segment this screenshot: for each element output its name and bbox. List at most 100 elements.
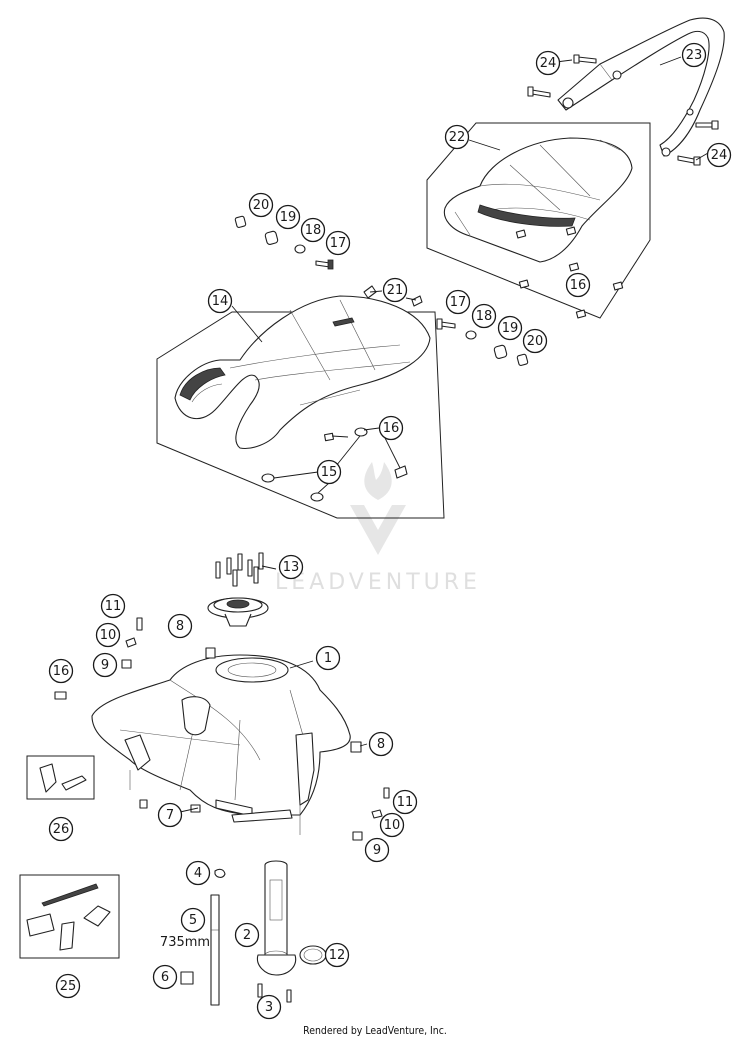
callout-number: 17 (450, 295, 467, 310)
callout-circle (95, 622, 121, 648)
callout-number: 25 (60, 979, 77, 994)
callout-26: 26 (48, 816, 74, 842)
callout-circle (152, 964, 178, 990)
watermark-text: LEADVENTURE (275, 570, 481, 595)
callout-circle (392, 789, 418, 815)
callout-24: 24 (706, 142, 732, 168)
fuel-cap (207, 597, 269, 627)
callout-25: 25 (55, 973, 81, 999)
callout-number: 6 (161, 970, 169, 985)
callout-11: 11 (100, 593, 126, 619)
callout-circle (248, 192, 274, 218)
callout-circle (444, 124, 470, 150)
decal-kit-26 (26, 755, 95, 800)
front-seat-group (156, 285, 445, 519)
callout-8: 8 (167, 613, 193, 639)
callout-16: 16 (565, 272, 591, 298)
callout-number: 18 (476, 309, 493, 324)
callout-number: 21 (387, 283, 404, 298)
o-ring-inner (303, 948, 323, 962)
callout-circle (100, 593, 126, 619)
callout-circle (565, 272, 591, 298)
callout-20: 20 (248, 192, 274, 218)
callout-number: 9 (373, 843, 381, 858)
callout-16: 16 (378, 415, 404, 441)
pump-screws (257, 983, 292, 1003)
front-seat-frame (156, 311, 445, 519)
callout-circle (207, 288, 233, 314)
rear-seat-group (426, 122, 651, 319)
callout-23: 23 (681, 42, 707, 68)
grab-handle-bolts (527, 54, 719, 166)
callout-5: 5 (180, 907, 206, 933)
callout-number: 24 (540, 56, 557, 71)
callout-circle (185, 860, 211, 886)
callout-number: 14 (212, 294, 229, 309)
callout-12: 12 (324, 942, 350, 968)
callout-number: 10 (384, 818, 401, 833)
callout-number: 26 (53, 822, 70, 837)
callout-circle (382, 277, 408, 303)
rear-seat (443, 137, 633, 263)
callout-8: 8 (368, 731, 394, 757)
callout-15: 15 (316, 459, 342, 485)
callout-circle (300, 217, 326, 243)
fuel-hose (210, 894, 220, 1006)
decal-kit-25 (19, 874, 120, 959)
callout-number: 16 (53, 664, 70, 679)
callout-17: 17 (445, 289, 471, 315)
callout-number: 16 (570, 278, 587, 293)
callout-circle (234, 922, 260, 948)
callout-circle (180, 907, 206, 933)
callout-circle (324, 942, 350, 968)
callout-number: 19 (280, 210, 297, 225)
callout-14: 14 (207, 288, 233, 314)
callout-21: 21 (382, 277, 408, 303)
callout-circle (368, 731, 394, 757)
callout-22: 22 (444, 124, 470, 150)
callout-number: 18 (305, 223, 322, 238)
callout-circle (471, 303, 497, 329)
callout-circle (706, 142, 732, 168)
callout-6: 6 (152, 964, 178, 990)
callout-number: 7 (166, 808, 174, 823)
callout-circle (325, 230, 351, 256)
callout-circle (157, 802, 183, 828)
callout-circle (315, 645, 341, 671)
callout-2: 2 (234, 922, 260, 948)
callout-number: 12 (329, 948, 346, 963)
callout-layer: 2423222420191817161421171819201615131181… (48, 42, 732, 1020)
callout-11: 11 (392, 789, 418, 815)
callout-number: 8 (377, 737, 385, 752)
callout-circle (316, 459, 342, 485)
callout-circle (364, 837, 390, 863)
callout-circle (681, 42, 707, 68)
callout-circle (278, 554, 304, 580)
callout-number: 16 (383, 421, 400, 436)
callout-circle (167, 613, 193, 639)
callout-17: 17 (325, 230, 351, 256)
callout-3: 3 (256, 994, 282, 1020)
fuel-cap-bolts (215, 552, 264, 587)
callout-number: 8 (176, 619, 184, 634)
callout-number: 22 (449, 130, 466, 145)
callout-circle (445, 289, 471, 315)
hose-connector (180, 971, 194, 985)
tank-hardware-left (121, 617, 216, 669)
callout-19: 19 (275, 204, 301, 230)
callout-number: 9 (101, 658, 109, 673)
callout-number: 20 (527, 334, 544, 349)
callout-circle (535, 50, 561, 76)
callout-16: 16 (48, 658, 74, 684)
leadventure-watermark: LEADVENTURE (275, 462, 481, 595)
callout-number: 15 (321, 465, 338, 480)
callout-10: 10 (95, 622, 121, 648)
callout-number: 11 (105, 599, 122, 614)
rear-seat-clips (515, 226, 624, 319)
callout-9: 9 (92, 652, 118, 678)
callout-number: 1 (324, 651, 332, 666)
callout-18: 18 (300, 217, 326, 243)
grab-handle (557, 17, 725, 157)
callout-4: 4 (185, 860, 211, 886)
